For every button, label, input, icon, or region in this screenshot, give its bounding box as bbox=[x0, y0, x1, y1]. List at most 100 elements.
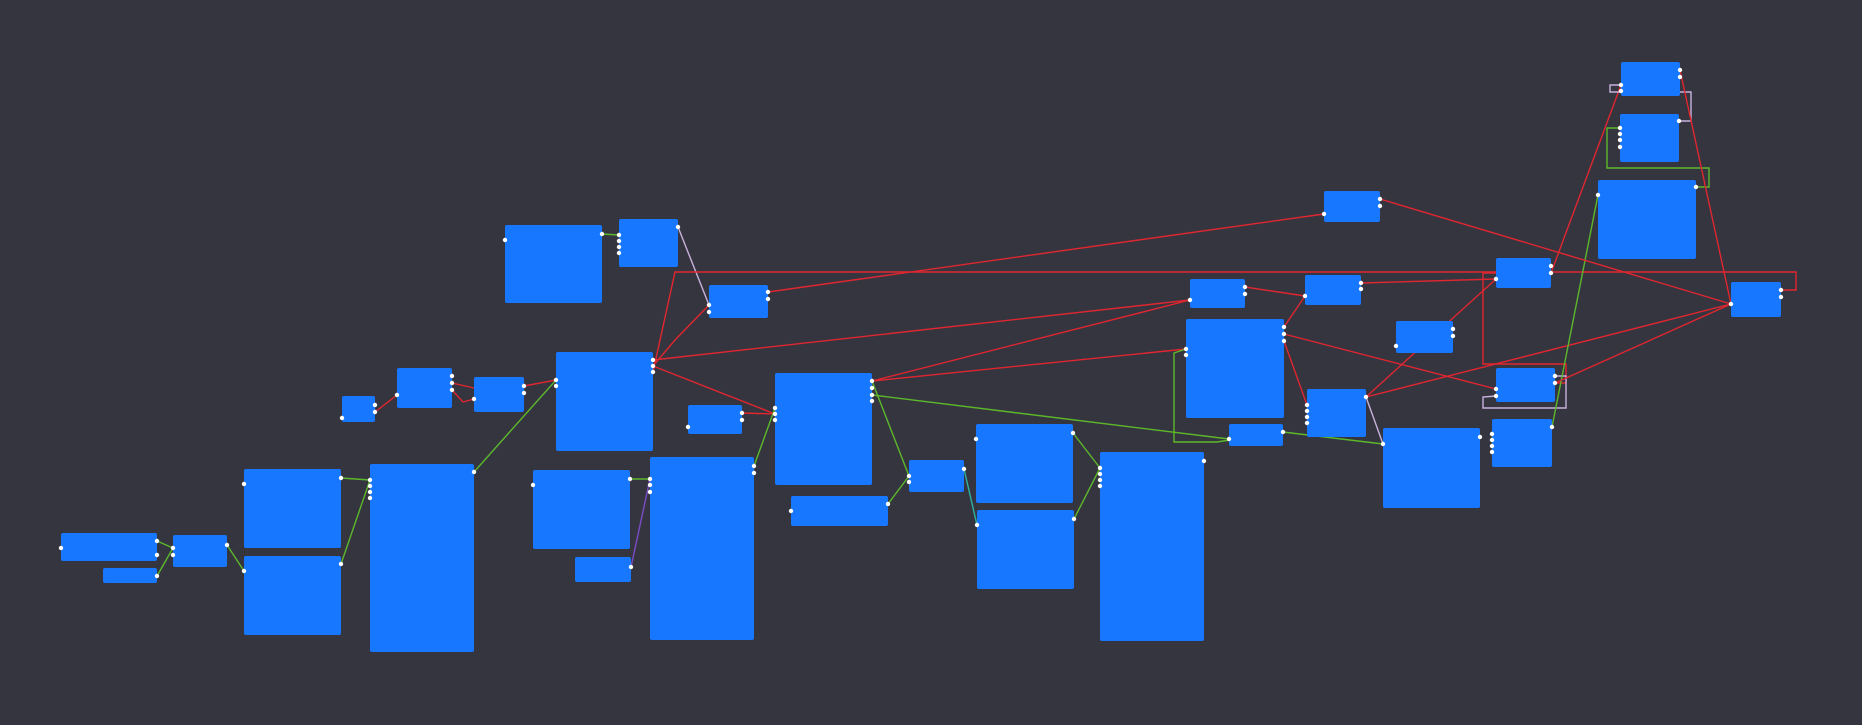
connection-wire-n28-n33[interactable] bbox=[1360, 278, 1497, 284]
graph-node-n23[interactable] bbox=[1097, 452, 1207, 641]
node-body[interactable] bbox=[1620, 114, 1679, 162]
output-port[interactable] bbox=[1548, 270, 1554, 276]
graph-node-n9[interactable] bbox=[471, 377, 527, 412]
node-body[interactable] bbox=[977, 510, 1074, 589]
node-body[interactable] bbox=[650, 457, 754, 640]
output-port[interactable] bbox=[1548, 263, 1554, 269]
connection-wire-n15-n16[interactable] bbox=[630, 478, 651, 568]
input-port[interactable] bbox=[706, 302, 712, 308]
input-port[interactable] bbox=[906, 479, 912, 485]
output-port[interactable] bbox=[154, 552, 160, 558]
output-port[interactable] bbox=[1677, 74, 1683, 80]
input-port[interactable] bbox=[1617, 131, 1623, 137]
input-port[interactable] bbox=[1097, 465, 1103, 471]
output-port[interactable] bbox=[628, 564, 634, 570]
connection-wire-n11-n12[interactable] bbox=[601, 233, 620, 236]
connection-wire-n18-n25[interactable] bbox=[871, 348, 1187, 382]
node-body[interactable] bbox=[1496, 368, 1555, 402]
output-port[interactable] bbox=[650, 363, 656, 369]
input-port[interactable] bbox=[616, 250, 622, 256]
node-body[interactable] bbox=[533, 470, 630, 549]
input-port[interactable] bbox=[1097, 483, 1103, 489]
node-body[interactable] bbox=[1492, 419, 1552, 467]
input-port[interactable] bbox=[1617, 144, 1623, 150]
output-port[interactable] bbox=[372, 409, 378, 415]
graph-node-n3[interactable] bbox=[170, 535, 230, 567]
output-port[interactable] bbox=[1778, 294, 1784, 300]
input-port[interactable] bbox=[1489, 437, 1495, 443]
input-port[interactable] bbox=[1304, 420, 1310, 426]
connection-wire-n25-n28[interactable] bbox=[1283, 295, 1306, 328]
connection-wire-n6-n10[interactable] bbox=[473, 379, 557, 473]
input-port[interactable] bbox=[973, 436, 979, 442]
output-port[interactable] bbox=[650, 369, 656, 375]
graph-node-n40[interactable] bbox=[1728, 282, 1784, 317]
connection-wire-n38-n39[interactable] bbox=[1606, 127, 1710, 188]
connection-wire-n33-n35[interactable] bbox=[1482, 272, 1567, 384]
input-port[interactable] bbox=[553, 377, 559, 383]
input-port[interactable] bbox=[906, 473, 912, 479]
output-port[interactable] bbox=[739, 417, 745, 423]
input-port[interactable] bbox=[1187, 297, 1193, 303]
connection-wire-n10-n13[interactable] bbox=[652, 304, 710, 367]
output-port[interactable] bbox=[1552, 380, 1558, 386]
connection-wire-n2-n3[interactable] bbox=[156, 547, 174, 577]
output-port[interactable] bbox=[1281, 331, 1287, 337]
node-body[interactable] bbox=[244, 556, 341, 635]
node-body[interactable] bbox=[1100, 452, 1204, 641]
input-port[interactable] bbox=[647, 482, 653, 488]
connection-wire-n32-n36[interactable] bbox=[1551, 194, 1599, 428]
node-body[interactable] bbox=[397, 368, 452, 408]
input-port[interactable] bbox=[685, 424, 691, 430]
input-port[interactable] bbox=[1493, 386, 1499, 392]
output-port[interactable] bbox=[751, 463, 757, 469]
node-body[interactable] bbox=[1621, 62, 1680, 96]
input-port[interactable] bbox=[647, 476, 653, 482]
input-port[interactable] bbox=[1489, 449, 1495, 455]
input-port[interactable] bbox=[1617, 125, 1623, 131]
output-port[interactable] bbox=[1358, 286, 1364, 292]
graph-node-n18[interactable] bbox=[772, 373, 875, 485]
connection-wire-n24-n28[interactable] bbox=[1244, 286, 1306, 297]
connection-wire-n29-n40[interactable] bbox=[1365, 303, 1732, 398]
input-port[interactable] bbox=[1493, 393, 1499, 399]
connection-wire-n18-n20[interactable] bbox=[871, 380, 910, 477]
input-port[interactable] bbox=[772, 411, 778, 417]
output-port[interactable] bbox=[449, 380, 455, 386]
graph-node-n30[interactable] bbox=[1380, 428, 1483, 508]
input-port[interactable] bbox=[772, 405, 778, 411]
output-port[interactable] bbox=[1676, 118, 1682, 124]
output-port[interactable] bbox=[1358, 280, 1364, 286]
output-port[interactable] bbox=[675, 224, 681, 230]
input-port[interactable] bbox=[367, 489, 373, 495]
input-port[interactable] bbox=[1595, 192, 1601, 198]
output-port[interactable] bbox=[1377, 196, 1383, 202]
output-port[interactable] bbox=[1242, 291, 1248, 297]
input-port[interactable] bbox=[241, 568, 247, 574]
output-port[interactable] bbox=[1552, 373, 1558, 379]
output-port[interactable] bbox=[338, 561, 344, 567]
node-body[interactable] bbox=[244, 469, 341, 548]
connection-wire-n25-n29[interactable] bbox=[1283, 340, 1308, 406]
input-port[interactable] bbox=[241, 481, 247, 487]
output-port[interactable] bbox=[1549, 424, 1555, 430]
output-port[interactable] bbox=[650, 357, 656, 363]
node-body[interactable] bbox=[1229, 424, 1283, 446]
input-port[interactable] bbox=[1618, 82, 1624, 88]
node-body[interactable] bbox=[709, 285, 768, 318]
node-body[interactable] bbox=[474, 377, 524, 412]
input-port[interactable] bbox=[1226, 436, 1232, 442]
node-body[interactable] bbox=[575, 557, 631, 582]
node-body[interactable] bbox=[1305, 275, 1361, 305]
output-port[interactable] bbox=[627, 476, 633, 482]
graph-node-n38[interactable] bbox=[1617, 114, 1682, 162]
input-port[interactable] bbox=[339, 415, 345, 421]
graph-node-n16[interactable] bbox=[647, 457, 757, 640]
connection-wire-n20-n22[interactable] bbox=[963, 468, 978, 526]
connection-wire-n12-n13[interactable] bbox=[677, 226, 710, 306]
input-port[interactable] bbox=[170, 552, 176, 558]
input-port[interactable] bbox=[1489, 443, 1495, 449]
input-port[interactable] bbox=[616, 244, 622, 250]
input-port[interactable] bbox=[647, 489, 653, 495]
